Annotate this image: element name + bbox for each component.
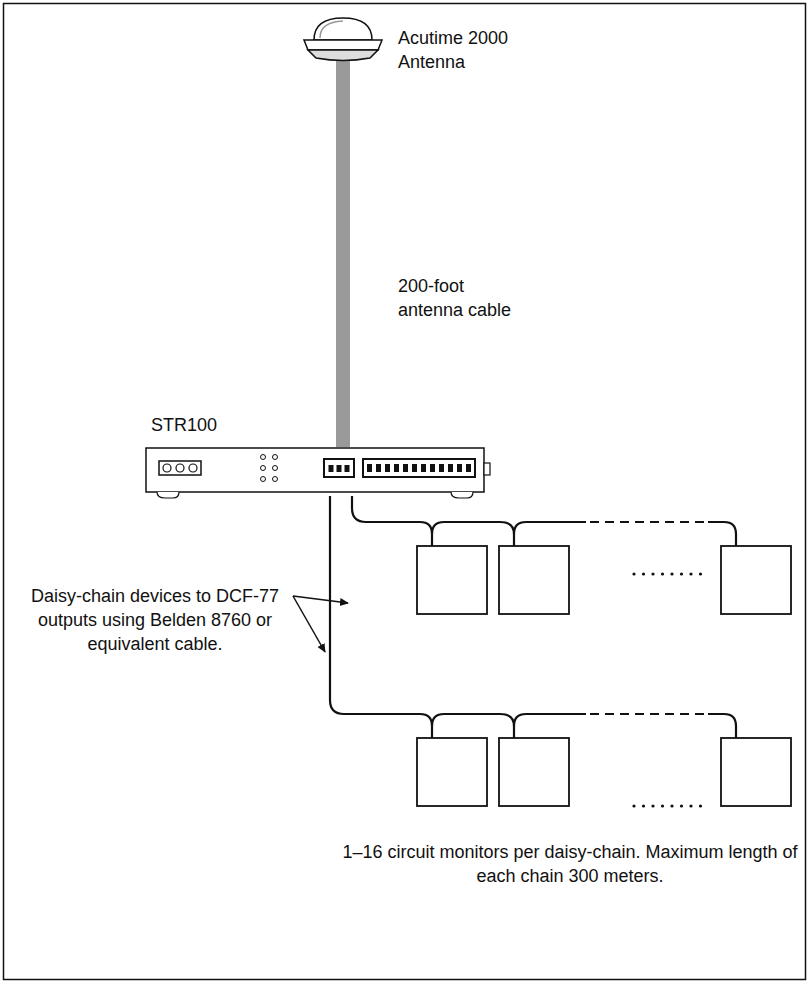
- str100-unit: STR100: [145, 447, 491, 499]
- ellipsis-dot: [632, 572, 635, 575]
- ellipsis-dot: [632, 804, 635, 807]
- antenna-cable: [336, 61, 350, 447]
- ellipsis-dot: [661, 804, 664, 807]
- ellipsis-dot: [670, 572, 673, 575]
- frame: [4, 4, 806, 980]
- ellipsis-dot: [680, 804, 683, 807]
- str100-housing: [145, 447, 491, 499]
- ellipsis-dot: [651, 572, 654, 575]
- ellipsis-dot: [680, 572, 683, 575]
- ellipsis-dot: [689, 572, 692, 575]
- ellipsis-dot: [642, 572, 645, 575]
- leader-arrow: [293, 596, 348, 652]
- ellipsis-dots: [632, 572, 702, 807]
- ellipsis-dot: [699, 804, 702, 807]
- ellipsis-dot: [651, 804, 654, 807]
- ellipsis-dot: [642, 804, 645, 807]
- cable-label: 200-foot antenna cable: [398, 274, 528, 322]
- antenna-label: Acutime 2000 Antenna: [398, 26, 548, 74]
- chain-limit-note: 1–16 circuit monitors per daisy-chain. M…: [340, 840, 800, 888]
- unit-label: STR100: [151, 413, 217, 437]
- ellipsis-dot: [699, 572, 702, 575]
- antenna: Acutime 2000 Antenna: [300, 16, 386, 63]
- circuit-monitor: [417, 546, 791, 806]
- daisy-chain-note: Daisy-chain devices to DCF-77 outputs us…: [30, 584, 280, 656]
- ellipsis-dot: [689, 804, 692, 807]
- daisy-chain-wires: [330, 496, 736, 738]
- ellipsis-dot: [661, 572, 664, 575]
- antenna-dome: [300, 16, 386, 63]
- ellipsis-dot: [670, 804, 673, 807]
